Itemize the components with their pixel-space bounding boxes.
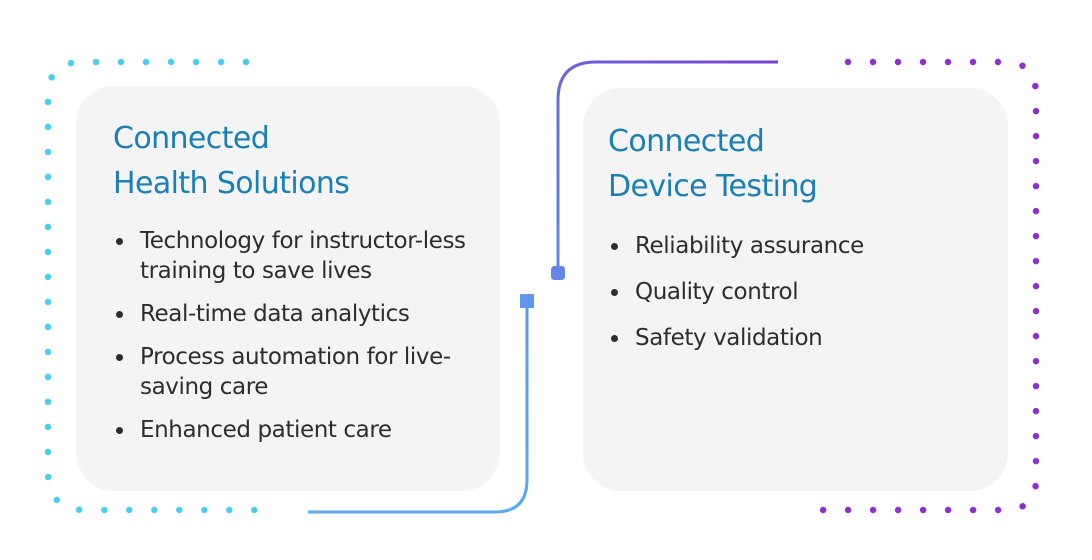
bullet-list: Technology for instructor-less training … (113, 226, 500, 445)
list-item: Quality control (608, 277, 1008, 307)
card-title-line-1: Connected (113, 121, 270, 156)
list-item: Process automation for live-saving care (113, 342, 475, 402)
list-item: Real-time data analytics (113, 299, 475, 329)
connector-upper-round-end (551, 266, 565, 280)
card-title-line-2: Health Solutions (113, 166, 350, 201)
card-title: Connected Device Testing (608, 119, 1008, 209)
list-item: Reliability assurance (608, 231, 1008, 261)
card-title: Connected Health Solutions (113, 116, 500, 206)
connector-upper (556, 60, 778, 273)
card-title-line-2: Device Testing (608, 169, 818, 204)
connector-lower-square-end (520, 294, 534, 308)
list-item: Safety validation (608, 323, 1008, 353)
card-title-line-1: Connected (608, 124, 765, 159)
right-dotted-frame (818, 58, 1040, 514)
connector-lower (308, 300, 529, 514)
list-item: Enhanced patient care (113, 415, 475, 445)
card-connected-device-testing: Connected Device Testing Reliability ass… (583, 88, 1008, 491)
list-item: Technology for instructor-less training … (113, 226, 475, 286)
bullet-list: Reliability assurance Quality control Sa… (608, 231, 1008, 353)
card-connected-health-solutions: Connected Health Solutions Technology fo… (76, 86, 500, 491)
